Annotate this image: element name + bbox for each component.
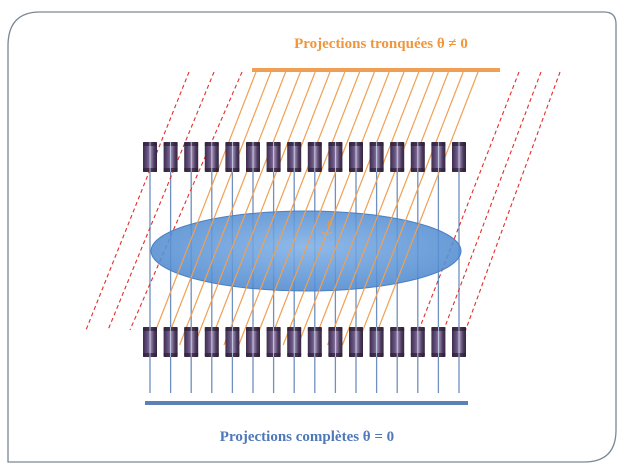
detector — [204, 327, 219, 357]
oblique-ray — [223, 71, 331, 346]
detector — [184, 142, 199, 172]
detector — [369, 327, 384, 357]
oblique-ray — [341, 71, 449, 346]
detector — [246, 142, 260, 172]
red-dashed-ray — [85, 71, 190, 331]
oblique-ray — [267, 71, 375, 346]
detector — [369, 142, 384, 172]
detector — [143, 142, 157, 172]
detector — [431, 327, 446, 357]
oblique-ray — [164, 71, 272, 346]
detector — [307, 327, 322, 357]
oblique-ray — [327, 71, 435, 346]
oblique-ray — [282, 71, 390, 346]
detector — [163, 142, 178, 172]
detector — [452, 327, 466, 357]
red-dashed-ray — [461, 71, 561, 341]
detector — [410, 327, 425, 357]
detector — [349, 327, 363, 357]
red-dashed-ray — [107, 71, 215, 331]
top-bar — [252, 68, 500, 72]
oblique-ray — [356, 71, 464, 346]
oblique-rays — [149, 71, 479, 346]
detector — [225, 327, 240, 357]
oblique-ray — [208, 71, 316, 346]
red-dashed-ray — [439, 71, 542, 341]
detector — [349, 142, 363, 172]
red-dashed-rays — [85, 71, 561, 341]
detector — [328, 327, 343, 357]
oblique-ray — [149, 71, 257, 346]
detector — [410, 142, 425, 172]
oblique-ray — [312, 71, 420, 346]
bottom-detector-row — [143, 327, 466, 357]
detector — [184, 327, 199, 357]
oblique-ray — [371, 71, 479, 346]
red-dashed-ray — [414, 71, 520, 341]
detector — [390, 142, 405, 172]
oblique-ray — [253, 71, 361, 346]
detector — [328, 142, 343, 172]
oblique-ray — [238, 71, 346, 346]
detector — [225, 142, 240, 172]
oblique-ray — [297, 71, 405, 346]
detector — [390, 327, 405, 357]
bottom-bar — [145, 401, 468, 405]
detector — [246, 327, 260, 357]
angle-arc — [321, 231, 333, 235]
oblique-ray — [193, 71, 301, 346]
bottom-label: Projections complètes θ = 0 — [220, 429, 394, 445]
slide-frame — [7, 11, 617, 463]
red-dashed-ray — [129, 71, 243, 331]
detector — [204, 142, 219, 172]
detector — [266, 327, 281, 357]
angle-label: θ — [327, 217, 333, 231]
detector — [431, 142, 446, 172]
detector — [266, 142, 281, 172]
detector — [163, 327, 178, 357]
detector — [143, 327, 157, 357]
detector — [287, 327, 302, 357]
detector — [452, 142, 466, 172]
top-detector-row — [143, 142, 466, 172]
top-label: Projections tronquées θ ≠ 0 — [294, 36, 468, 52]
detector — [287, 142, 302, 172]
detector — [307, 142, 322, 172]
oblique-ray — [179, 71, 287, 346]
